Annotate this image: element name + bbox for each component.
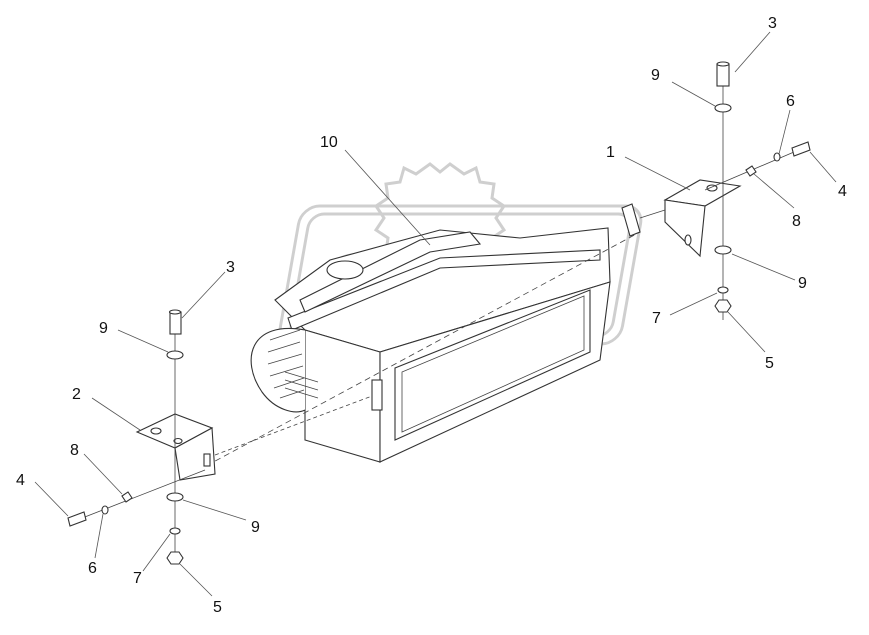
callout-10: 10 bbox=[320, 134, 338, 151]
callout-8: 8 bbox=[70, 442, 79, 459]
callout-3: 3 bbox=[226, 259, 235, 276]
callout-3: 3 bbox=[768, 15, 777, 32]
right-nut-8 bbox=[745, 165, 757, 177]
left-bracket bbox=[135, 413, 216, 481]
heater-unit bbox=[250, 227, 611, 463]
callout-4: 4 bbox=[16, 472, 25, 489]
right-lock-washer-7 bbox=[717, 286, 729, 294]
callout-5: 5 bbox=[765, 355, 774, 372]
left-washer-9-bottom bbox=[166, 492, 184, 502]
callout-9: 9 bbox=[99, 320, 108, 337]
callout-5: 5 bbox=[213, 599, 222, 616]
right-bracket bbox=[621, 179, 742, 258]
right-washer-9-bottom bbox=[714, 245, 732, 255]
left-nut-5 bbox=[166, 551, 184, 565]
callout-9: 9 bbox=[798, 275, 807, 292]
callout-9: 9 bbox=[251, 519, 260, 536]
callout-4: 4 bbox=[838, 183, 847, 200]
right-nut-5 bbox=[714, 299, 732, 313]
callout-1: 1 bbox=[606, 144, 615, 161]
left-bolt-4 bbox=[67, 511, 87, 527]
left-nut-8 bbox=[121, 491, 133, 503]
callout-7: 7 bbox=[133, 570, 142, 587]
left-lock-washer-6 bbox=[101, 505, 109, 515]
left-bolt-3 bbox=[168, 309, 182, 335]
right-lock-washer-6 bbox=[773, 152, 781, 162]
callout-7: 7 bbox=[652, 310, 661, 327]
callout-9: 9 bbox=[651, 67, 660, 84]
callout-8: 8 bbox=[792, 213, 801, 230]
left-lock-washer-7 bbox=[169, 527, 181, 535]
callout-6: 6 bbox=[88, 560, 97, 577]
callout-2: 2 bbox=[72, 386, 81, 403]
side-bracket-mount bbox=[371, 379, 383, 411]
callout-6: 6 bbox=[786, 93, 795, 110]
right-bolt-4 bbox=[791, 141, 811, 157]
right-bolt-3 bbox=[716, 61, 730, 87]
right-washer-9-top bbox=[714, 103, 732, 113]
left-washer-9-top bbox=[166, 350, 184, 360]
